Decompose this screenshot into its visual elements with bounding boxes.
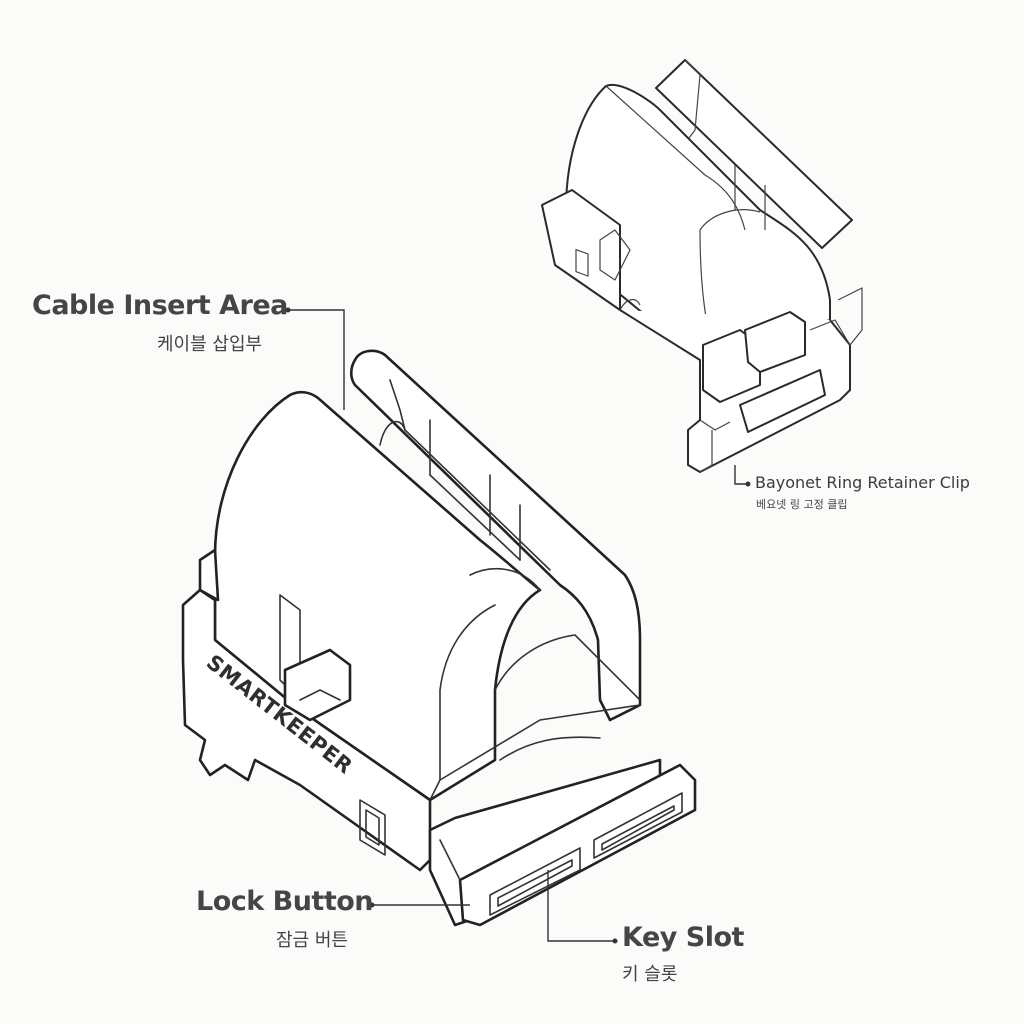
key-slot-label-ko: 키 슬롯: [622, 964, 678, 985]
bayonet-ring-retainer-clip-label-ko: 베요넷 링 고정 클립: [756, 498, 848, 511]
lock-button-label-ko: 잠금 버튼: [276, 930, 348, 951]
cable-insert-area-label-ko: 케이블 삽입부: [157, 334, 263, 355]
rear-view-illustration: [541, 59, 863, 473]
key-slot-label: Key Slot: [622, 922, 744, 953]
lock-button-label: Lock Button: [196, 886, 374, 917]
cable-insert-area-label: Cable Insert Area: [32, 290, 288, 321]
bayonet-ring-retainer-clip-label: Bayonet Ring Retainer Clip: [755, 473, 970, 492]
main-view-illustration: SMARTKEEPER: [181, 349, 697, 927]
leader-lines: [285, 307, 751, 944]
